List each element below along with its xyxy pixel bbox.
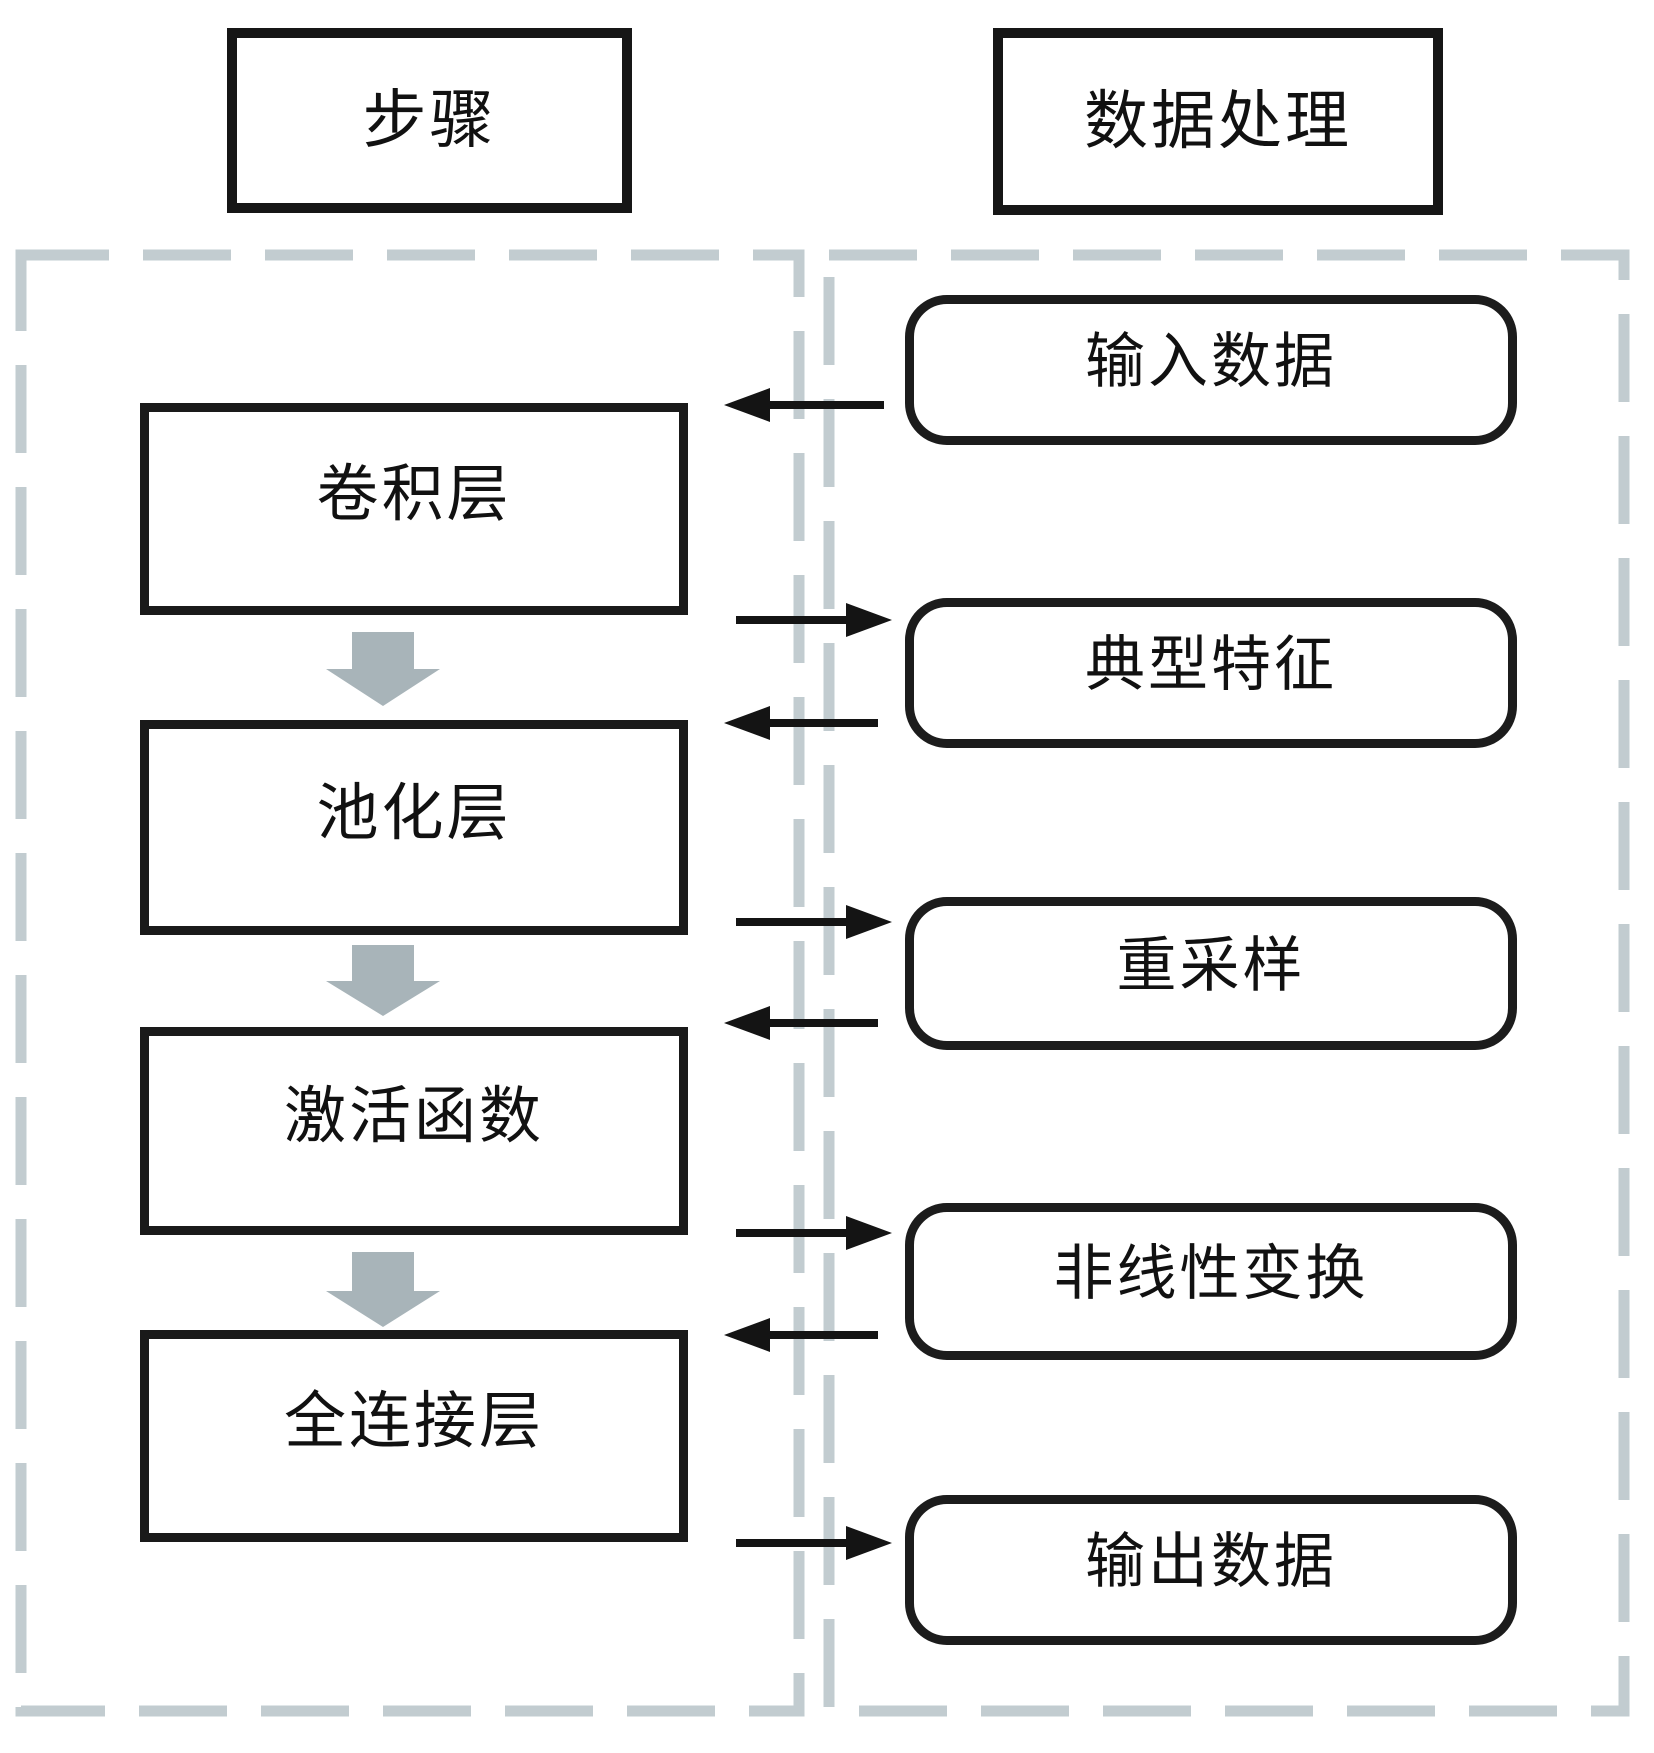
step-box-convolution-layer: 卷积层 (140, 403, 688, 615)
data-label: 输入数据 (1085, 329, 1337, 395)
down-block-arrow-1 (326, 632, 440, 706)
step-label: 全连接层 (283, 1388, 544, 1456)
flow-arrow-input-to-conv (724, 388, 884, 422)
step-label: 激活函数 (283, 1083, 544, 1151)
data-label: 重采样 (1116, 932, 1306, 999)
data-processing-header-label: 数据处理 (1084, 85, 1352, 157)
step-box-activation-function: 激活函数 (140, 1027, 688, 1235)
flow-arrow-features-to-pooling (724, 706, 878, 740)
flow-arrow-activation-to-nonlinear (736, 1216, 892, 1250)
flow-arrow-pooling-to-resample (736, 905, 892, 939)
flow-arrow-resample-to-activation (724, 1006, 878, 1040)
data-label: 输出数据 (1085, 1529, 1337, 1595)
data-label: 非线性变换 (1053, 1240, 1369, 1307)
steps-column-header: 步骤 (227, 28, 632, 213)
data-box-resampling: 重采样 (905, 897, 1517, 1050)
flow-arrow-fc-to-output (736, 1526, 892, 1560)
down-block-arrow-3 (326, 1252, 440, 1327)
data-box-nonlinear-transform: 非线性变换 (905, 1203, 1517, 1360)
data-box-output-data: 输出数据 (905, 1495, 1517, 1645)
data-group-dashed-border (823, 249, 1630, 1717)
steps-header-label: 步骤 (362, 84, 497, 156)
down-block-arrow-2 (326, 945, 440, 1016)
data-label: 典型特征 (1085, 632, 1337, 698)
data-box-typical-features: 典型特征 (905, 598, 1517, 748)
step-label: 卷积层 (316, 461, 512, 529)
steps-group-dashed-border (15, 249, 805, 1717)
flow-arrow-conv-to-features (736, 603, 892, 637)
flow-arrow-nonlinear-to-fc (724, 1318, 878, 1352)
data-box-input-data: 输入数据 (905, 295, 1517, 445)
data-processing-column-header: 数据处理 (993, 28, 1443, 215)
step-box-fully-connected-layer: 全连接层 (140, 1330, 688, 1542)
step-label: 池化层 (316, 779, 512, 848)
step-box-pooling-layer: 池化层 (140, 720, 688, 935)
